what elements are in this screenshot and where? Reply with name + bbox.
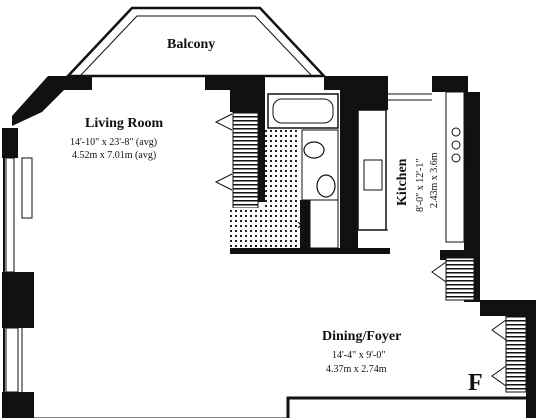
dining-foyer-label: Dining/Foyer [322,329,402,344]
living-room-label: Living Room [85,116,164,131]
balcony-label: Balcony [167,37,216,52]
foyer-closets [431,257,527,393]
dining-foyer-dims-imperial: 14'-4" x 9'-0" [332,350,386,361]
left-window [5,157,33,393]
dining-foyer-dims-metric: 4.37m x 2.74m [326,364,387,375]
kitchen-dims-metric: 2.43m x 3.6m [429,152,440,208]
kitchen-dims-imperial: 8'-0" x 12'-1" [415,158,426,212]
exterior-walls [2,76,536,418]
living-closet [214,111,259,209]
living-room-dims-imperial: 14'-10" x 23'-8" (avg) [70,137,158,148]
plan-letter: F [468,370,483,396]
entry-wall [34,396,526,418]
living-room-dims-metric: 4.52m x 7.01m (avg) [72,150,157,161]
interior-walls [230,90,464,260]
kitchen-area [357,91,473,243]
kitchen-label: Kitchen [395,158,410,206]
bathroom [230,93,339,249]
